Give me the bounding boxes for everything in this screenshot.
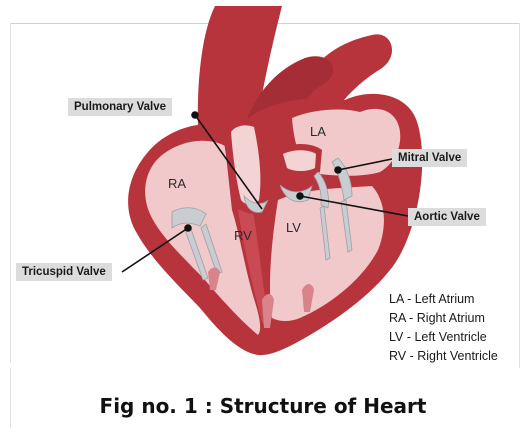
tricuspid-valve-leader-dot [185, 225, 191, 231]
aortic-valve-leader-dot [297, 193, 303, 199]
legend-item-lv: LV - Left Ventricle [389, 328, 498, 347]
tricuspid-valve-label: Tricuspid Valve [16, 263, 112, 281]
mitral-valve-label: Mitral Valve [392, 149, 467, 167]
pulmonary-valve-leader-dot [192, 112, 198, 118]
pulmonary-valve-label: Pulmonary Valve [68, 98, 172, 116]
chamber-label-ra: RA [168, 176, 186, 191]
mitral-valve-leader-dot [335, 167, 341, 173]
chamber-label-lv: LV [286, 220, 301, 235]
aortic-valve-label: Aortic Valve [408, 208, 486, 226]
figure-caption: Fig no. 1 : Structure of Heart [0, 394, 526, 418]
chamber-label-la: LA [310, 124, 326, 139]
abbreviation-legend: LA - Left Atrium RA - Right Atrium LV - … [389, 290, 498, 366]
legend-item-rv: RV - Right Ventricle [389, 347, 498, 366]
legend-item-la: LA - Left Atrium [389, 290, 498, 309]
chamber-label-rv: RV [234, 228, 252, 243]
pulmonary-root-lumen [283, 150, 316, 171]
legend-item-ra: RA - Right Atrium [389, 309, 498, 328]
